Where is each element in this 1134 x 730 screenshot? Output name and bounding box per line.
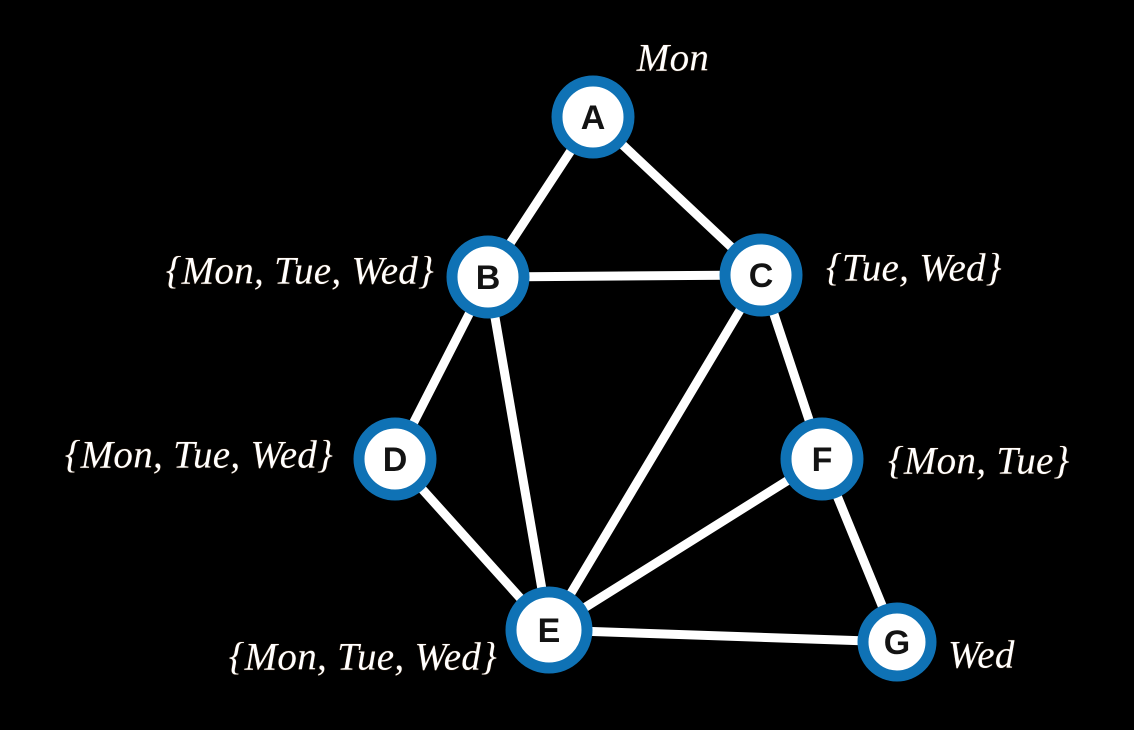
- graph-node-f[interactable]: F: [780, 417, 864, 501]
- domain-label-b: {Mon, Tue, Wed}: [165, 249, 434, 293]
- graph-node-d[interactable]: D: [353, 417, 437, 501]
- graph-node-c[interactable]: C: [719, 233, 803, 317]
- domain-label-c: {Tue, Wed}: [826, 246, 1002, 290]
- domain-label-g: Wed: [948, 633, 1015, 677]
- edge-e-f: [544, 454, 827, 635]
- node-circle-d: [353, 417, 437, 501]
- node-circle-g: [857, 602, 937, 682]
- edge-layer: [390, 112, 902, 647]
- node-letter-g: G: [884, 624, 910, 662]
- node-letter-f: F: [812, 441, 833, 479]
- node-layer: A B C D E F G: [353, 75, 937, 682]
- node-letter-d: D: [383, 441, 408, 479]
- node-letter-b: B: [476, 259, 501, 297]
- edge-b-e: [483, 272, 554, 635]
- domain-label-e: {Mon, Tue, Wed}: [228, 635, 497, 679]
- edge-b-c: [483, 270, 766, 282]
- node-circle-c: [719, 233, 803, 317]
- node-circle-a: [551, 75, 635, 159]
- graph-node-e[interactable]: E: [505, 586, 593, 674]
- node-letter-e: E: [538, 612, 561, 650]
- node-letter-c: C: [749, 257, 774, 295]
- graph-node-g[interactable]: G: [857, 602, 937, 682]
- domain-label-d: {Mon, Tue, Wed}: [64, 433, 333, 477]
- edge-e-g: [544, 625, 902, 647]
- graph-node-a[interactable]: A: [551, 75, 635, 159]
- edge-c-e: [544, 270, 766, 635]
- node-circle-f: [780, 417, 864, 501]
- node-letter-a: A: [581, 99, 606, 137]
- node-circle-b: [446, 235, 530, 319]
- node-circle-e: [505, 586, 593, 674]
- domain-label-a: Mon: [636, 36, 710, 80]
- domain-label-f: {Mon, Tue}: [888, 439, 1070, 483]
- graph-node-b[interactable]: B: [446, 235, 530, 319]
